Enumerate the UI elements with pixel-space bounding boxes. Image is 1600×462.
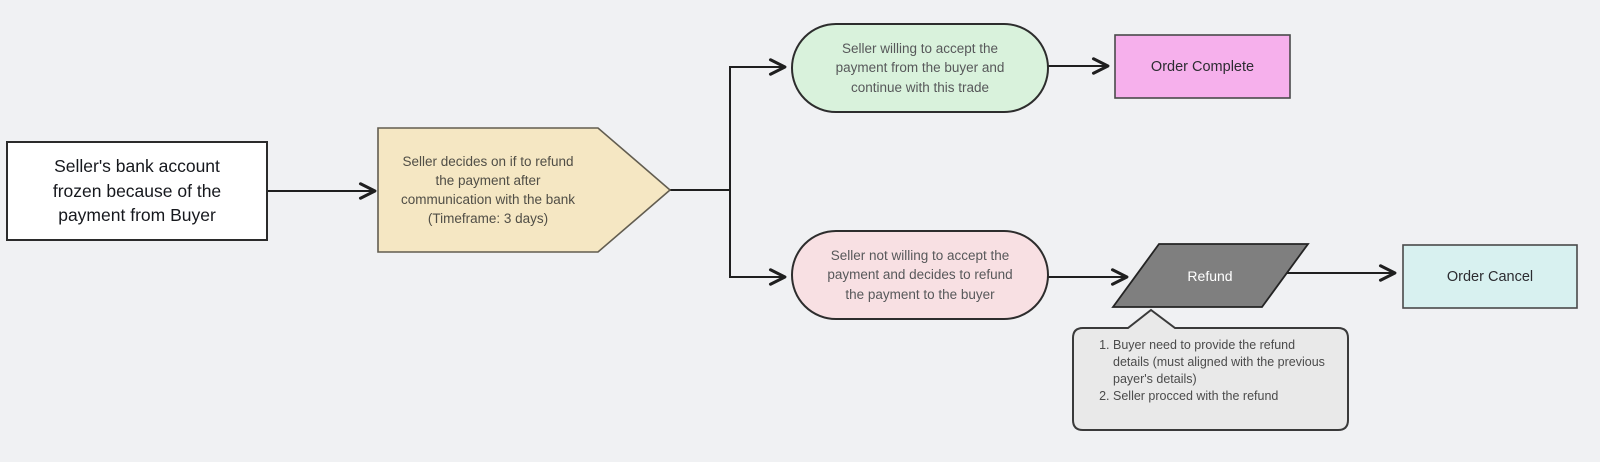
start-node-shape — [6, 141, 268, 241]
refund-node-shape — [1111, 243, 1310, 308]
note-item: Seller procced with the refund — [1113, 388, 1327, 405]
note-callout[interactable]: Buyer need to provide the refund details… — [1073, 328, 1348, 430]
node-start-label: Seller's bank account frozen because of … — [52, 155, 222, 226]
note-list: Buyer need to provide the refund details… — [1091, 337, 1327, 405]
node-accept-label: Seller willing to accept the payment fro… — [835, 40, 1005, 95]
node-order-cancel-label: Order Cancel — [1446, 268, 1534, 285]
order-complete-node-shape — [1114, 34, 1291, 99]
node-start[interactable]: Seller's bank account frozen because of … — [7, 142, 267, 240]
note-callout-shape — [1072, 308, 1349, 431]
node-refund-label: Refund — [1187, 267, 1233, 284]
note-item: Buyer need to provide the refund details… — [1113, 337, 1327, 388]
node-decision[interactable]: Seller decides on if to refund the payme… — [378, 128, 598, 252]
decision-node-shape — [377, 127, 672, 253]
node-decision-label: Seller decides on if to refund the payme… — [400, 153, 576, 227]
edge-branch-accept — [729, 58, 787, 190]
connector-group — [267, 57, 1397, 286]
node-accept[interactable]: Seller willing to accept the payment fro… — [792, 24, 1048, 112]
node-order-cancel[interactable]: Order Cancel — [1403, 245, 1577, 308]
reject-node-shape — [791, 230, 1049, 320]
node-order-complete-label: Order Complete — [1150, 58, 1255, 75]
accept-node-shape — [791, 23, 1049, 113]
node-reject-label: Seller not willing to accept the payment… — [827, 247, 1013, 302]
edge-branch-reject — [729, 190, 787, 286]
node-reject[interactable]: Seller not willing to accept the payment… — [792, 231, 1048, 319]
node-order-complete[interactable]: Order Complete — [1115, 35, 1290, 98]
order-cancel-node-shape — [1402, 244, 1578, 309]
node-refund[interactable]: Refund — [1150, 244, 1270, 307]
